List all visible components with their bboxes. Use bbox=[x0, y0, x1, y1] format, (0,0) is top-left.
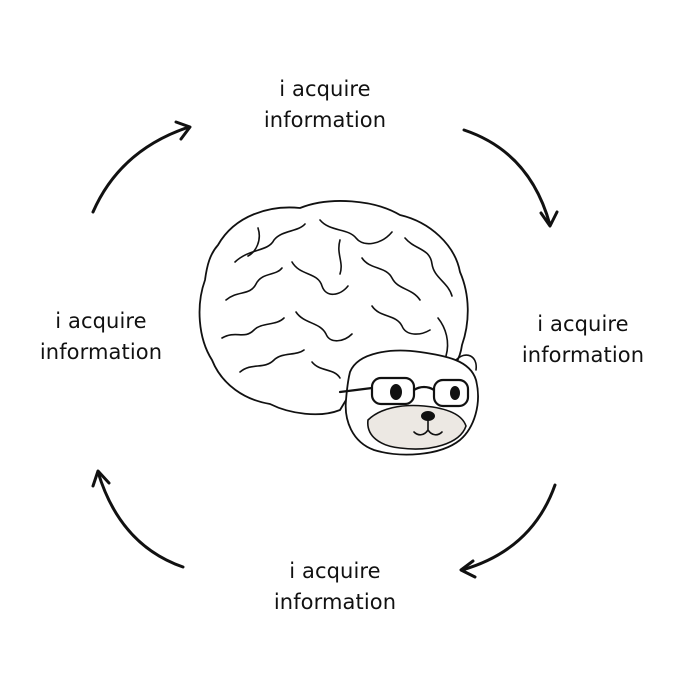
cycle-node-left-line1: i acquire bbox=[55, 309, 147, 333]
arrow-bottom-to-left bbox=[91, 469, 185, 569]
cycle-arrows bbox=[91, 120, 559, 579]
arrow-left-to-top bbox=[91, 120, 192, 214]
cycle-node-bottom-line2: information bbox=[273, 590, 397, 614]
cycle-node-top: i acquire information bbox=[230, 74, 420, 136]
nose-icon bbox=[421, 411, 435, 421]
cycle-node-top-line1: i acquire bbox=[279, 77, 371, 101]
arrow-top-to-right bbox=[462, 128, 559, 228]
cycle-node-left-line2: information bbox=[39, 340, 163, 364]
eye-left bbox=[390, 384, 402, 400]
cycle-node-right: i acquire information bbox=[488, 309, 678, 371]
cycle-node-bottom: i acquire information bbox=[240, 556, 430, 618]
cycle-node-right-line1: i acquire bbox=[537, 312, 629, 336]
arrow-right-to-bottom bbox=[459, 483, 557, 579]
brain-with-glasses-illustration bbox=[198, 200, 479, 456]
eye-right bbox=[450, 386, 460, 400]
cycle-node-right-line2: information bbox=[521, 343, 645, 367]
cycle-node-left: i acquire information bbox=[6, 306, 196, 368]
brain-folds bbox=[221, 219, 453, 379]
cycle-node-top-line2: information bbox=[263, 108, 387, 132]
pug-snout bbox=[367, 404, 467, 450]
cycle-node-bottom-line1: i acquire bbox=[289, 559, 381, 583]
glasses-icon bbox=[338, 376, 470, 408]
